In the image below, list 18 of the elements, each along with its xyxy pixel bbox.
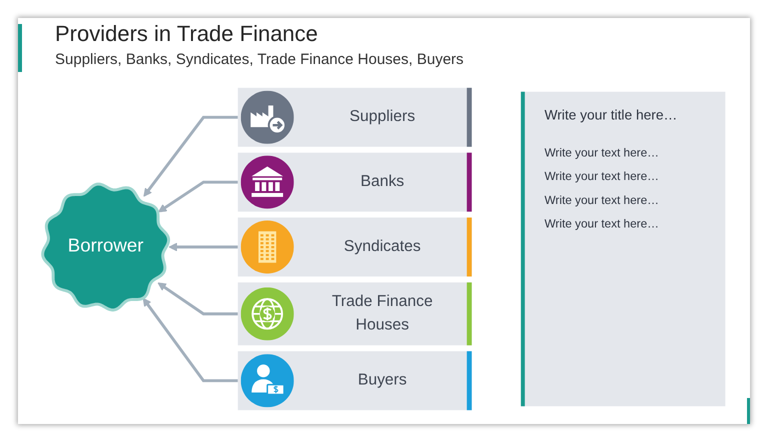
panel-title: Write your title here… [544,106,678,124]
arrow [168,242,238,252]
arrow [142,298,238,382]
panel-text: Write your text here… [544,146,659,160]
slide-title: Providers in Trade Finance [55,21,318,47]
arrow [158,180,238,212]
band-label: Banks [360,173,404,190]
band-label: Syndicates [344,238,421,255]
panel-text: Write your text here… [544,169,659,184]
band-label: Buyers [358,372,407,389]
arrow [158,282,238,316]
band-label: Trade Finance Houses [332,293,433,334]
arrow [143,116,238,197]
panel-text: Write your text here… [544,216,659,230]
band-label: Suppliers [350,108,416,126]
panel-text: Write your text here… [544,192,659,207]
badge-label: Borrower [68,234,144,259]
slide-subtitle: Suppliers, Banks, Syndicates, Trade Finance Houses, Buyers [55,51,464,68]
